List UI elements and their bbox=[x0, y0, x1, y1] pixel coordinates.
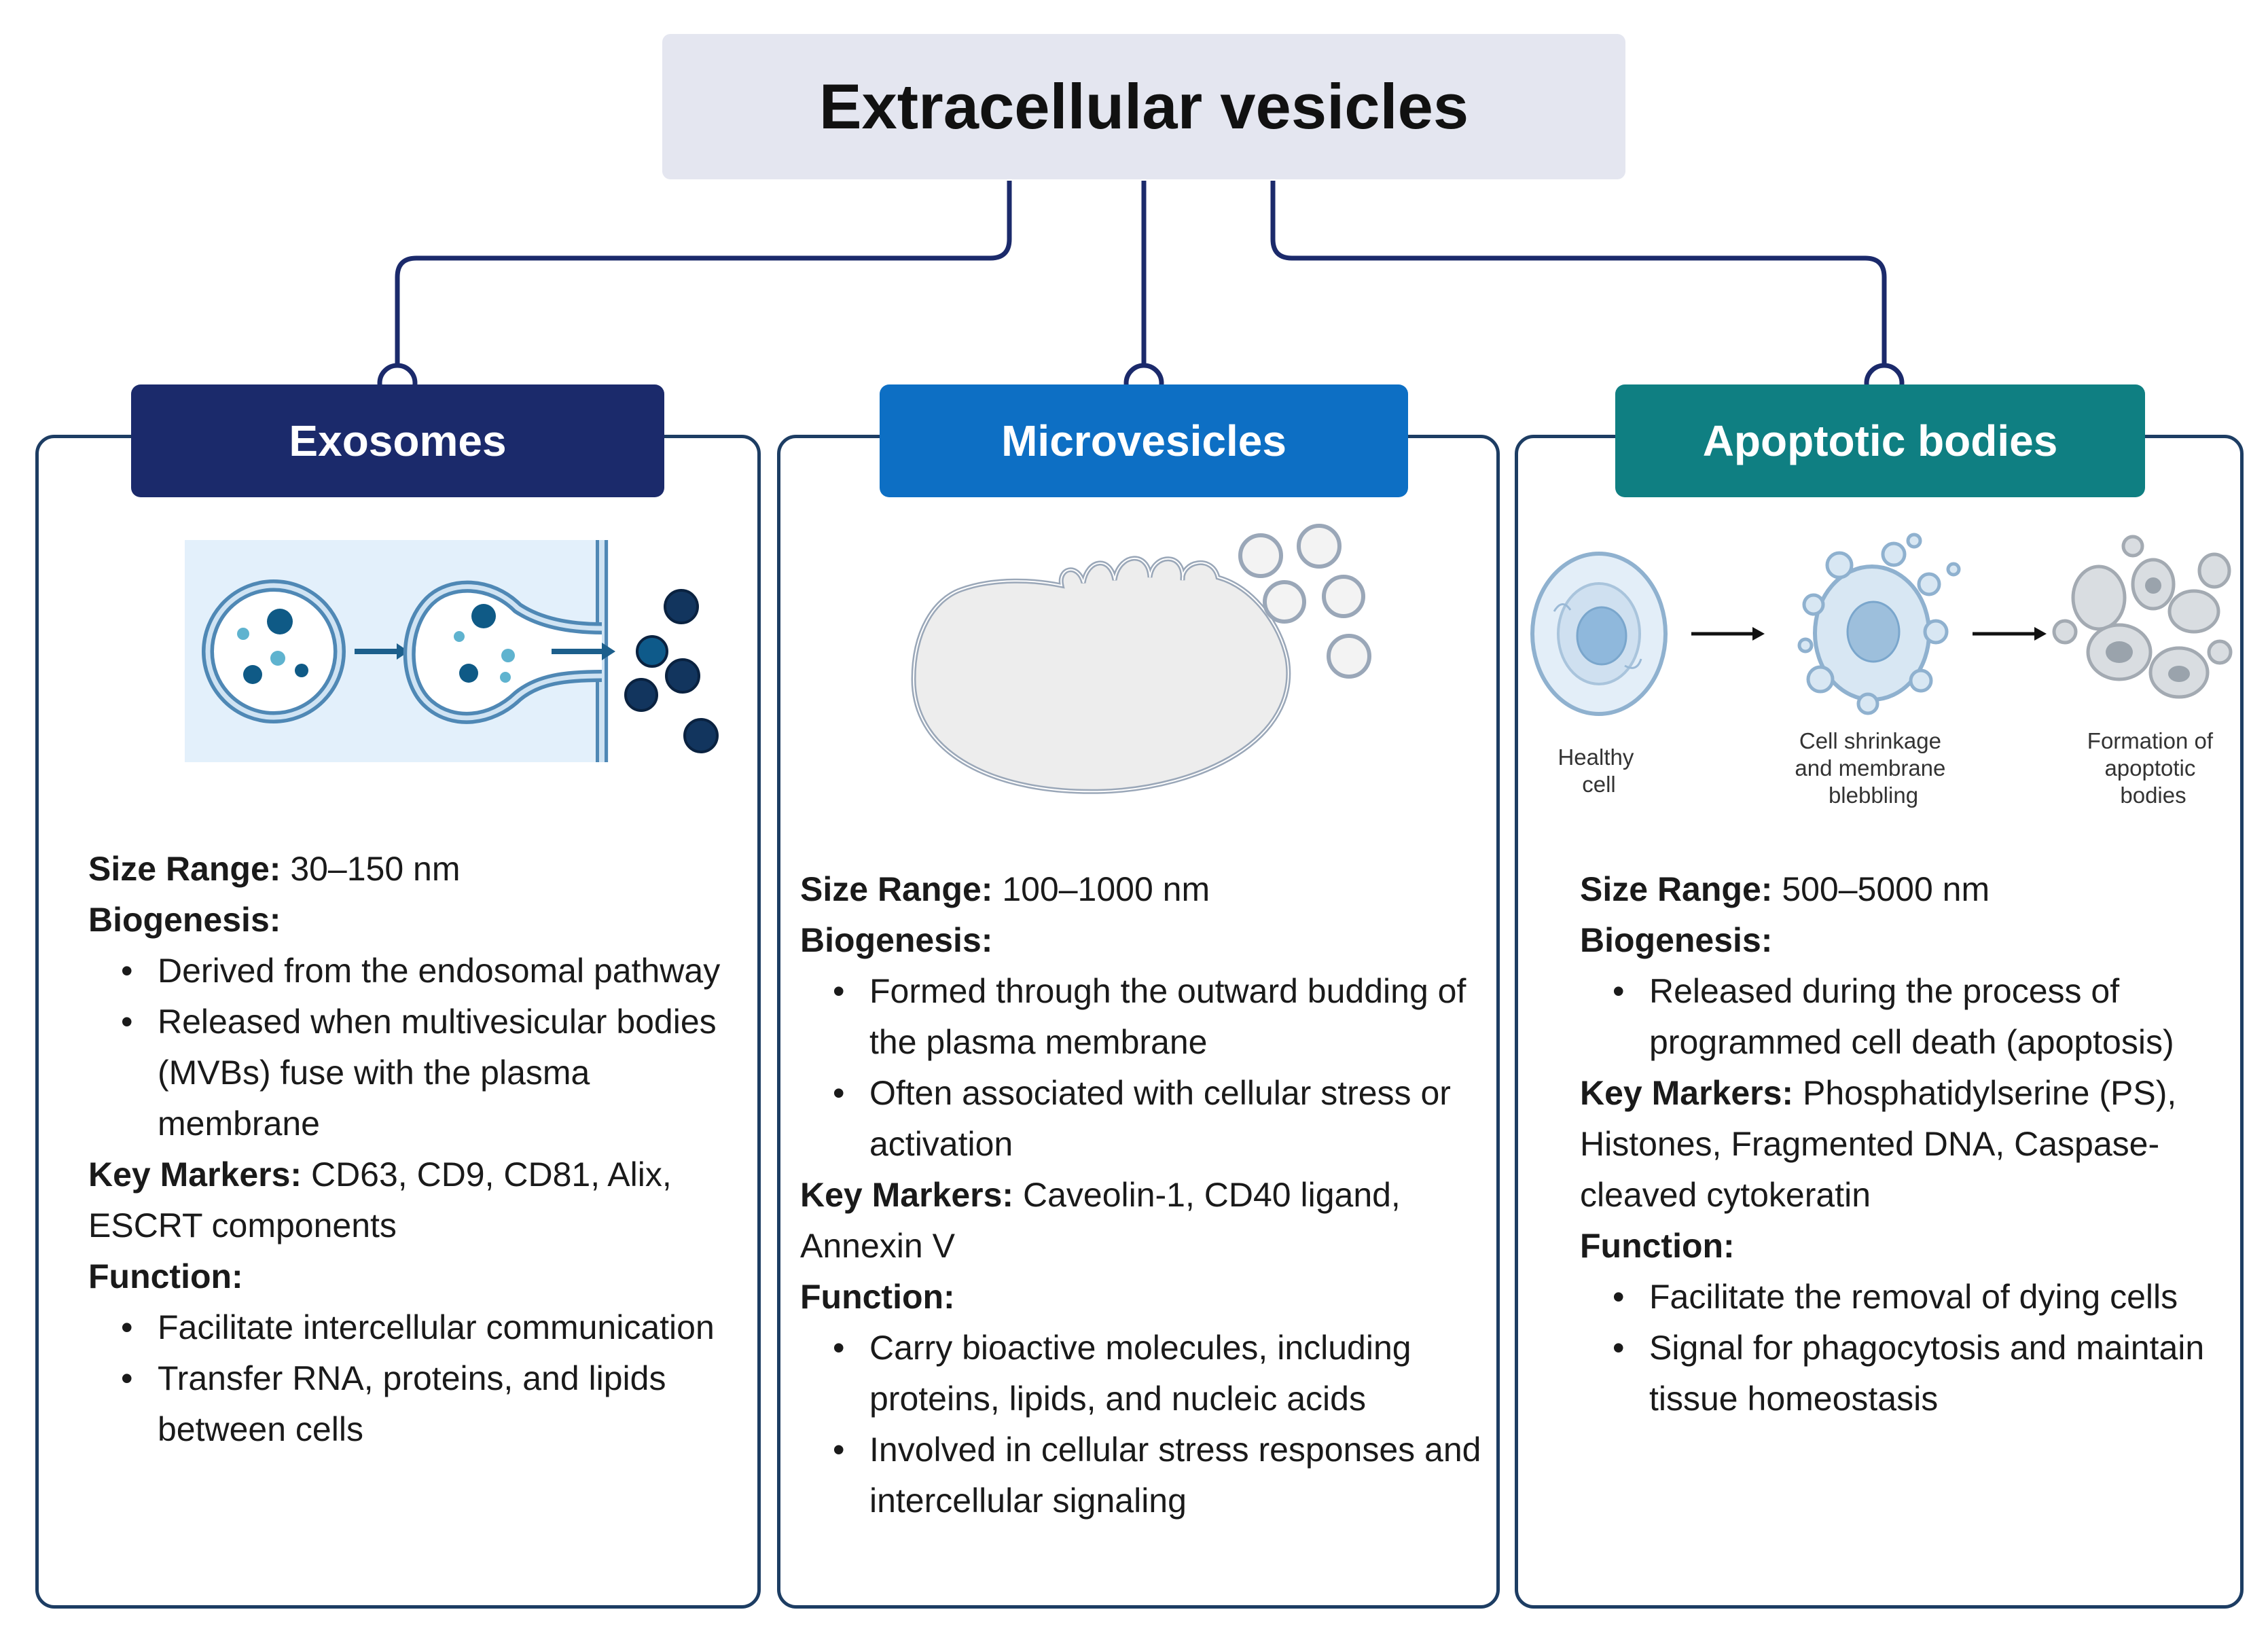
list-item: Signal for phagocytosis and maintain tis… bbox=[1613, 1323, 2232, 1424]
key-markers: Key Markers: Phosphatidylserine (PS), Hi… bbox=[1580, 1074, 2177, 1214]
biogenesis-list: Released during the process of programme… bbox=[1580, 966, 2232, 1068]
blebbing-cell-icon bbox=[1797, 533, 1961, 715]
list-item: Carry bioactive molecules, including pro… bbox=[833, 1323, 1486, 1424]
header-apoptotic-bodies: Apoptotic bodies bbox=[1615, 384, 2145, 497]
biogenesis-heading: Biogenesis: bbox=[88, 901, 281, 939]
biogenesis-heading: Biogenesis: bbox=[800, 921, 993, 959]
list-item: Derived from the endosomal pathway bbox=[121, 946, 740, 997]
function-heading: Function: bbox=[88, 1257, 243, 1295]
list-item: Transfer RNA, proteins, and lipids betwe… bbox=[121, 1353, 740, 1455]
list-item: Formed through the outward budding of th… bbox=[833, 966, 1486, 1068]
size-range: Size Range: 100–1000 nm bbox=[800, 870, 1210, 908]
biogenesis-list: Formed through the outward budding of th… bbox=[800, 966, 1486, 1170]
biogenesis-heading: Biogenesis: bbox=[1580, 921, 1773, 959]
microvesicle-budding-illustration bbox=[911, 524, 1371, 794]
content-microvesicles: Size Range: 100–1000 nm Biogenesis: Form… bbox=[800, 864, 1486, 1526]
function-heading: Function: bbox=[1580, 1227, 1735, 1265]
function-list: Facilitate the removal of dying cells Si… bbox=[1580, 1272, 2232, 1424]
list-item: Released when multivesicular bodies (MVB… bbox=[121, 997, 740, 1149]
header-microvesicles: Microvesicles bbox=[880, 384, 1408, 497]
list-item: Released during the process of programme… bbox=[1613, 966, 2232, 1068]
apoptotic-bodies-icon bbox=[2052, 535, 2233, 699]
list-item: Involved in cellular stress responses an… bbox=[833, 1424, 1486, 1526]
stage-caption-healthy: Healthy cell bbox=[1558, 745, 1640, 797]
biogenesis-list: Derived from the endosomal pathway Relea… bbox=[88, 946, 740, 1149]
list-item: Facilitate intercellular communication bbox=[121, 1302, 740, 1353]
apoptosis-stages-illustration: Healthy cell Cell shrinkage and membrane… bbox=[1530, 533, 2233, 808]
key-markers: Key Markers: CD63, CD9, CD81, Alix, ESCR… bbox=[88, 1155, 672, 1244]
key-markers: Key Markers: Caveolin-1, CD40 ligand, An… bbox=[800, 1176, 1401, 1265]
list-item: Facilitate the removal of dying cells bbox=[1613, 1272, 2232, 1323]
size-range: Size Range: 30–150 nm bbox=[88, 850, 461, 888]
diagram-title: Extracellular vesicles bbox=[662, 34, 1625, 179]
size-range: Size Range: 500–5000 nm bbox=[1580, 870, 1990, 908]
content-exosomes: Size Range: 30–150 nm Biogenesis: Derive… bbox=[88, 844, 740, 1455]
function-list: Facilitate intercellular communication T… bbox=[88, 1302, 740, 1455]
stage-caption-bodies: Formation of apoptotic bodies bbox=[2087, 728, 2219, 808]
content-apoptotic-bodies: Size Range: 500–5000 nm Biogenesis: Rele… bbox=[1580, 864, 2232, 1424]
function-heading: Function: bbox=[800, 1278, 955, 1316]
exosome-release-illustration bbox=[185, 540, 719, 762]
function-list: Carry bioactive molecules, including pro… bbox=[800, 1323, 1486, 1526]
stage-caption-blebbing: Cell shrinkage and membrane blebbling bbox=[1795, 728, 1951, 808]
healthy-cell-icon bbox=[1530, 552, 1668, 716]
list-item: Often associated with cellular stress or… bbox=[833, 1068, 1486, 1170]
header-exosomes: Exosomes bbox=[131, 384, 664, 497]
